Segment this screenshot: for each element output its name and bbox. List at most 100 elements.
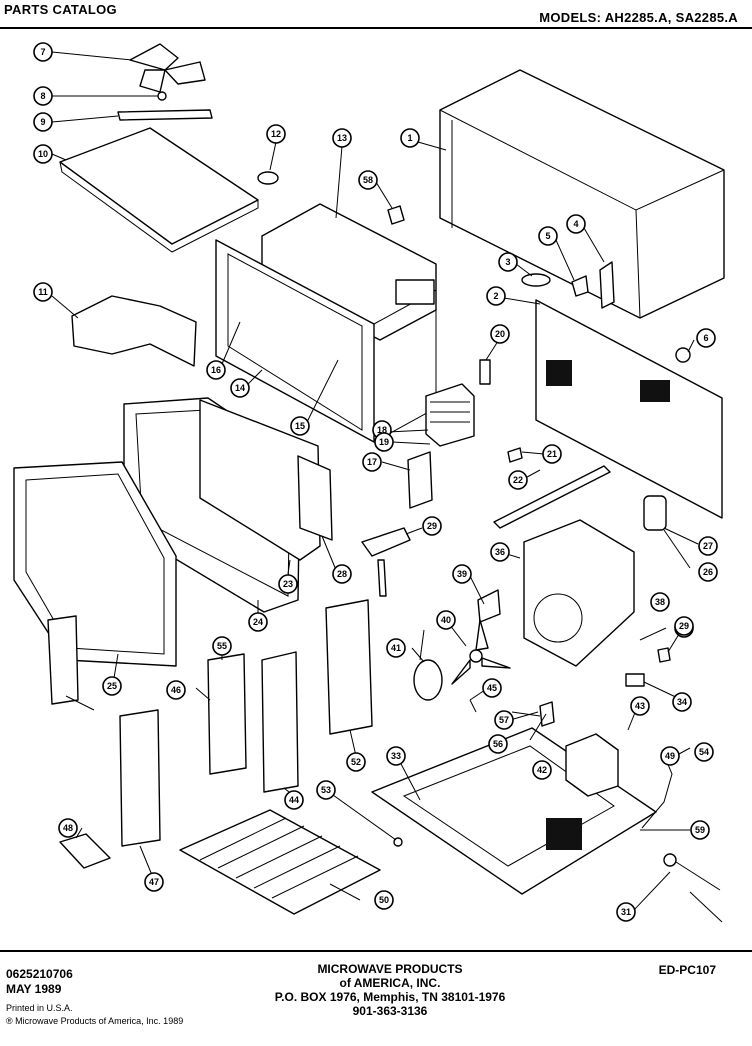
interlock-switch-part bbox=[407, 451, 433, 509]
svg-text:36: 36 bbox=[495, 547, 505, 557]
header-rule bbox=[0, 27, 752, 29]
footer-rule bbox=[0, 950, 752, 952]
svg-text:34: 34 bbox=[677, 697, 687, 707]
svg-text:16: 16 bbox=[211, 365, 221, 375]
svg-text:15: 15 bbox=[295, 421, 305, 431]
part-number: 0625210706 bbox=[6, 967, 73, 981]
oven-cavity-part bbox=[215, 203, 437, 443]
svg-text:19: 19 bbox=[379, 437, 389, 447]
fan-blade-part bbox=[129, 43, 206, 93]
top-cover-plate-part bbox=[59, 127, 259, 245]
svg-text:49: 49 bbox=[665, 751, 675, 761]
company-name: MICROWAVE PRODUCTS bbox=[317, 962, 463, 976]
svg-text:14: 14 bbox=[235, 383, 245, 393]
printed-in: Printed in U.S.A. bbox=[6, 1003, 73, 1013]
cooling-fan-part bbox=[451, 619, 511, 685]
touch-panel-part bbox=[261, 651, 299, 793]
fuse-part bbox=[479, 359, 491, 385]
svg-text:55: 55 bbox=[217, 641, 227, 651]
svg-text:38: 38 bbox=[655, 597, 665, 607]
svg-text:13: 13 bbox=[337, 133, 347, 143]
svg-text:46: 46 bbox=[171, 685, 181, 695]
stirrer-bracket-part bbox=[117, 109, 213, 121]
transformer-part bbox=[565, 733, 619, 797]
control-board-part bbox=[207, 653, 247, 775]
svg-text:28: 28 bbox=[337, 569, 347, 579]
lamp-bracket-part bbox=[599, 261, 615, 309]
leader-lines bbox=[51, 51, 699, 911]
relay-part bbox=[625, 673, 645, 687]
svg-text:11: 11 bbox=[38, 287, 48, 297]
door-glass-part bbox=[199, 399, 321, 561]
svg-text:29: 29 bbox=[427, 521, 437, 531]
foot-part bbox=[675, 347, 691, 363]
catalog-title: PARTS CATALOG bbox=[4, 2, 117, 17]
svg-text:44: 44 bbox=[289, 795, 299, 805]
svg-text:25: 25 bbox=[107, 681, 117, 691]
door-handle-part bbox=[47, 615, 79, 705]
clip-part bbox=[507, 447, 523, 463]
fan-nut-part bbox=[157, 91, 167, 101]
power-cord-plug-part bbox=[663, 853, 677, 867]
control-panel-part bbox=[119, 709, 161, 847]
print-date: MAY 1989 bbox=[6, 982, 62, 996]
svg-text:5: 5 bbox=[545, 231, 550, 241]
svg-text:57: 57 bbox=[499, 715, 509, 725]
svg-text:59: 59 bbox=[695, 825, 705, 835]
svg-text:26: 26 bbox=[703, 567, 713, 577]
svg-text:22: 22 bbox=[513, 475, 523, 485]
company-suffix: of AMERICA, INC. bbox=[339, 976, 441, 990]
svg-text:9: 9 bbox=[40, 117, 45, 127]
svg-text:17: 17 bbox=[367, 457, 377, 467]
fan-motor-housing-part bbox=[523, 519, 635, 667]
footer-center: MICROWAVE PRODUCTS of AMERICA, INC. P.O.… bbox=[240, 962, 540, 1018]
lamp-socket-part bbox=[571, 275, 589, 297]
svg-text:21: 21 bbox=[547, 449, 557, 459]
svg-text:50: 50 bbox=[379, 895, 389, 905]
svg-text:18: 18 bbox=[377, 425, 387, 435]
svg-text:45: 45 bbox=[487, 683, 497, 693]
svg-text:6: 6 bbox=[703, 333, 708, 343]
svg-text:20: 20 bbox=[495, 329, 505, 339]
svg-text:23: 23 bbox=[283, 579, 293, 589]
support-bar-part bbox=[493, 465, 611, 529]
svg-text:40: 40 bbox=[441, 615, 451, 625]
footer-doc-code: ED-PC107 bbox=[658, 963, 716, 977]
svg-text:4: 4 bbox=[573, 219, 578, 229]
svg-text:52: 52 bbox=[351, 757, 361, 767]
company-address: P.O. BOX 1976, Memphis, TN 38101-1976 bbox=[274, 990, 506, 1004]
thermal-cutout-part bbox=[387, 205, 405, 225]
svg-text:56: 56 bbox=[493, 739, 503, 749]
svg-text:29: 29 bbox=[679, 621, 689, 631]
wire-shelf-part bbox=[179, 809, 381, 915]
svg-text:33: 33 bbox=[391, 751, 401, 761]
footer-left: 0625210706 MAY 1989 Printed in U.S.A. ® … bbox=[6, 968, 183, 1028]
svg-text:31: 31 bbox=[621, 907, 631, 917]
callout-balloons: 7 8 9 10 12 13 58 1 11 3 5 4 2 6 16 14 1… bbox=[33, 42, 718, 922]
svg-text:10: 10 bbox=[38, 149, 48, 159]
svg-text:7: 7 bbox=[40, 47, 45, 57]
svg-text:58: 58 bbox=[363, 175, 373, 185]
latch-hook-part bbox=[361, 527, 411, 557]
back-plate-part bbox=[535, 299, 723, 519]
fan-motor-part bbox=[413, 659, 443, 701]
svg-text:53: 53 bbox=[321, 785, 331, 795]
accessory-pack-part bbox=[59, 833, 111, 869]
thermostat-part bbox=[539, 701, 555, 727]
svg-text:47: 47 bbox=[149, 877, 159, 887]
diode-part bbox=[657, 647, 671, 663]
svg-text:42: 42 bbox=[537, 765, 547, 775]
models-label: MODELS: AH2285.A, SA2285.A bbox=[539, 10, 738, 25]
outer-cabinet-part bbox=[439, 69, 725, 319]
company-phone: 901-363-3136 bbox=[352, 1004, 428, 1018]
grommet-part bbox=[257, 171, 279, 185]
svg-text:1: 1 bbox=[407, 133, 412, 143]
svg-text:48: 48 bbox=[63, 823, 73, 833]
svg-text:24: 24 bbox=[253, 617, 263, 627]
exploded-parts-diagram: 7 8 9 10 12 13 58 1 11 3 5 4 2 6 16 14 1… bbox=[13, 42, 725, 923]
svg-text:3: 3 bbox=[505, 257, 510, 267]
lamp-part bbox=[521, 273, 551, 287]
svg-text:8: 8 bbox=[40, 91, 45, 101]
door-outer-frame-part bbox=[13, 461, 177, 667]
copyright: ® Microwave Products of America, Inc. 19… bbox=[6, 1016, 184, 1026]
